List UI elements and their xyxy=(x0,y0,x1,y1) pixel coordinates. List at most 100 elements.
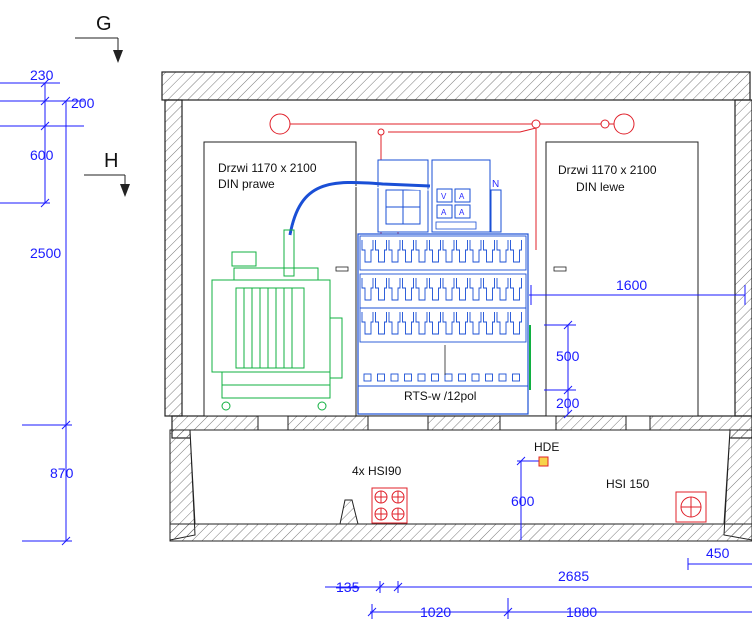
fuse-switch-icon xyxy=(402,278,414,301)
terminal-icon xyxy=(512,373,520,382)
door-handle-icon xyxy=(335,266,349,272)
door-right-line1: Drzwi 1170 x 2100 xyxy=(558,163,657,177)
fuse-switch-icon xyxy=(469,278,482,301)
fuse-switch-icon xyxy=(361,312,374,335)
dimension-1600: 1600 xyxy=(616,277,647,293)
fuse-rows xyxy=(359,235,527,382)
inner-dimensions xyxy=(516,285,746,540)
dimension-2685: 2685 xyxy=(558,568,589,584)
transformer xyxy=(211,229,343,411)
hsi90-duct-group-icon xyxy=(371,487,408,524)
dimension-600b: 600 xyxy=(511,493,535,509)
fuse-switch-icon xyxy=(388,278,401,301)
section-mark-h: H xyxy=(84,150,130,197)
dimension-500: 500 xyxy=(556,348,580,364)
fuse-switch-icon xyxy=(375,278,387,301)
meter-label: V xyxy=(441,192,447,201)
section-h-label: H xyxy=(104,150,118,172)
arrow-down-icon xyxy=(120,184,130,197)
terminal-icon xyxy=(417,373,426,382)
fuse-switch-icon xyxy=(483,278,495,301)
supply-cable xyxy=(288,181,431,236)
door-handle-icon xyxy=(553,266,567,272)
terminal-icon xyxy=(431,373,439,382)
fuse-switch-icon xyxy=(388,240,401,263)
neutral-label: N xyxy=(492,179,499,190)
cable-cellar xyxy=(169,429,752,542)
fuse-switch-icon xyxy=(496,240,509,263)
door-left-line2: DIN prawe xyxy=(218,177,275,191)
fuse-switch-icon xyxy=(429,312,441,335)
fuse-switch-icon xyxy=(361,278,374,301)
hsi150-duct-icon xyxy=(675,491,707,523)
fuse-switch-icon xyxy=(361,240,374,263)
fuse-switch-icon xyxy=(510,312,522,335)
dimension-200: 200 xyxy=(71,95,95,111)
fuse-switch-icon xyxy=(415,312,428,335)
terminal-icon xyxy=(390,373,399,382)
fuse-switch-icon xyxy=(442,312,455,335)
terminal-icon xyxy=(498,373,507,382)
fuse-switch-icon xyxy=(388,312,401,335)
fuse-switch-icon xyxy=(429,278,441,301)
hde-label: HDE xyxy=(534,440,559,454)
dimension-1020: 1020 xyxy=(420,604,451,619)
lamp-icon xyxy=(269,113,291,135)
terminal-icon xyxy=(363,373,372,382)
section-g-label: G xyxy=(96,13,112,35)
hsi150-label: HSI 150 xyxy=(606,477,650,491)
fuse-switch-icon xyxy=(483,312,495,335)
fuse-switch-icon xyxy=(510,240,522,263)
fuse-switch-icon xyxy=(402,240,414,263)
fuse-switch-icon xyxy=(510,278,522,301)
meter-label: A xyxy=(441,208,447,217)
section-mark-g: G xyxy=(75,13,123,63)
dimension-2500: 2500 xyxy=(30,245,61,261)
terminal-icon xyxy=(404,373,412,382)
fuse-switch-icon xyxy=(442,240,455,263)
left-dimension-chain xyxy=(0,78,84,546)
dimension-450: 450 xyxy=(706,545,730,561)
fuse-switch-icon xyxy=(496,312,509,335)
fuse-switch-icon xyxy=(469,312,482,335)
dimension-870: 870 xyxy=(50,465,74,481)
fuse-switch-icon xyxy=(402,312,414,335)
terminal-icon xyxy=(485,373,493,382)
fuse-switch-icon xyxy=(429,240,441,263)
dimension-230: 230 xyxy=(30,67,54,83)
hsi90-label: 4x HSI90 xyxy=(352,464,402,478)
fuse-switch-icon xyxy=(483,240,495,263)
rts-label: RTS-w /12pol xyxy=(404,389,476,403)
door-left: Drzwi 1170 x 2100 DIN prawe xyxy=(203,141,357,417)
fuse-switch-icon xyxy=(469,240,482,263)
building-walls xyxy=(161,71,752,439)
dimension-200b: 200 xyxy=(556,395,580,411)
terminal-icon xyxy=(444,373,453,382)
door-right: Drzwi 1170 x 2100 DIN lewe xyxy=(545,141,699,417)
terminal-icon xyxy=(471,373,480,382)
fuse-switch-icon xyxy=(456,312,468,335)
fuse-switch-icon xyxy=(375,240,387,263)
switchboard: V A A A N RTS-w /12pol xyxy=(357,159,529,415)
dimension-1880: 1880 xyxy=(566,604,597,619)
dimension-135: 135 xyxy=(336,579,360,595)
terminal-icon xyxy=(458,373,466,382)
bottom-dimensions xyxy=(325,558,752,619)
terminal-icon xyxy=(377,373,385,382)
door-right-line2: DIN lewe xyxy=(576,180,625,194)
fuse-switch-icon xyxy=(456,278,468,301)
fuse-switch-icon xyxy=(442,278,455,301)
meter-label: A xyxy=(459,208,465,217)
door-left-line1: Drzwi 1170 x 2100 xyxy=(218,161,317,175)
arrow-down-icon xyxy=(113,50,123,63)
fuse-switch-icon xyxy=(415,278,428,301)
fuse-switch-icon xyxy=(456,240,468,263)
dimension-600: 600 xyxy=(30,147,54,163)
fuse-switch-icon xyxy=(375,312,387,335)
meter-label: A xyxy=(459,192,465,201)
hde-box-icon xyxy=(538,456,549,467)
fuse-switch-icon xyxy=(496,278,509,301)
lamp-icon xyxy=(613,113,635,135)
fuse-switch-icon xyxy=(415,240,428,263)
